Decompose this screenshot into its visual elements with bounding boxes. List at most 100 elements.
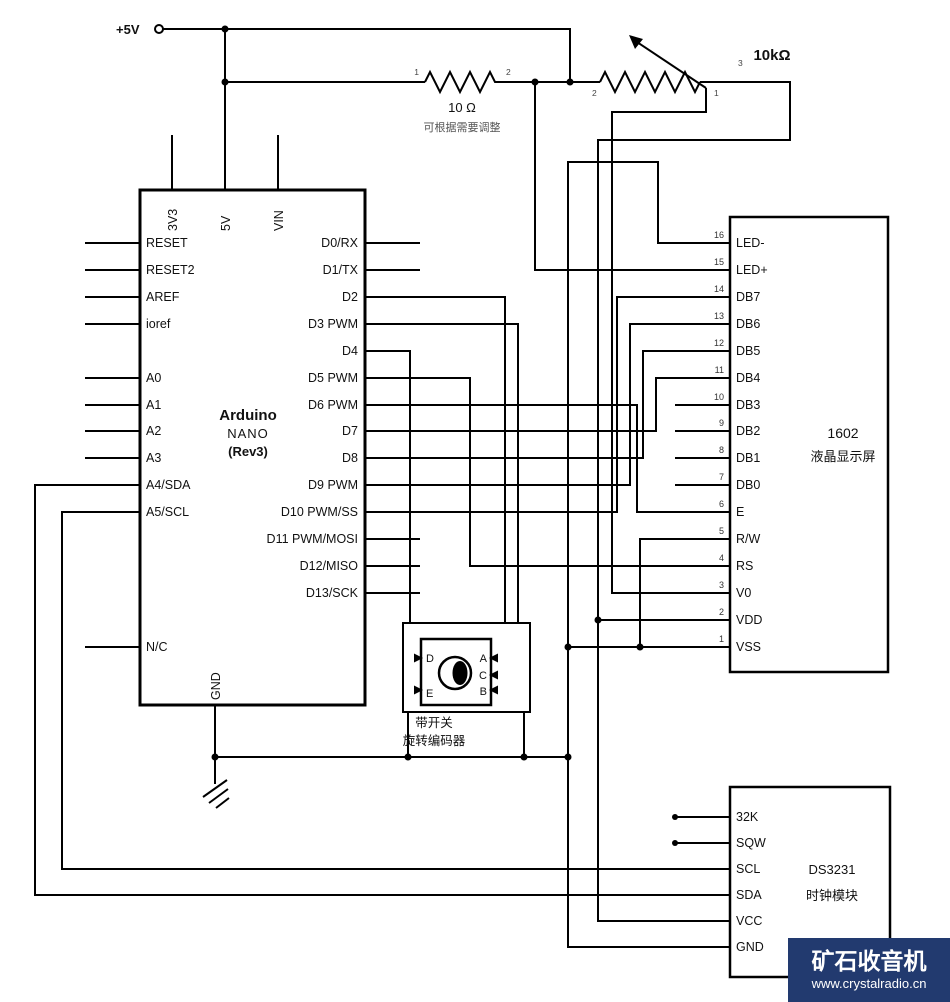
pin-label: DB2 [736,424,760,438]
pin-number: 8 [719,445,724,455]
wire [163,28,571,82]
pin-number: 10 [714,392,724,402]
pin-label: N/C [146,640,168,654]
junction-dot [531,78,539,86]
potentiometer-value: 10kΩ [753,47,790,64]
wire [365,377,675,567]
pin-label: D9 PWM [308,478,358,492]
pin-number: 12 [714,338,724,348]
pin-label: A5/SCL [146,505,189,519]
pin-label: DB1 [736,451,760,465]
pin-number: 16 [714,230,724,240]
rtc-subtitle: 时钟模块 [806,888,858,903]
resistor-10ohm [424,69,500,95]
rtc-pin-stubs [675,816,730,948]
pin-label: D12/MISO [300,559,359,573]
pin-label: B [480,686,487,698]
arrow-icon [489,685,498,695]
pin-label: D3 PWM [308,317,358,331]
junction-dot [520,753,528,761]
wire [567,161,675,948]
pin-label: 32K [736,810,759,824]
lcd-module: 1602 液晶显示屏 16 15 14 13 12 11 10 9 8 7 6 … [714,215,890,674]
watermark-title: 矿石收音机 [811,947,927,974]
pin-label: AREF [146,290,180,304]
junction-dots [211,25,678,846]
pin-label: D6 PWM [308,398,358,412]
watermark-banner: 矿石收音机 www.crystalradio.cn [788,938,950,1002]
pin-end-dot [672,840,678,846]
arduino-title: Arduino [219,407,277,424]
pin-label: E [736,505,744,519]
pin-number: 11 [715,365,724,375]
pin-number: 1 [719,634,724,644]
pin-label: LED+ [736,263,768,277]
arduino-body [138,188,367,707]
resistor-note: 可根据需要调整 [424,120,501,134]
rotary-encoder-module: D E A C B 带开关 旋转编码器 [402,622,531,748]
pin-label: DB3 [736,398,760,412]
arduino-pin-stubs [85,135,420,648]
pin-label: ioref [146,317,171,331]
pin-stub [85,135,420,648]
power-terminal [154,24,164,34]
junction-dot [211,753,219,761]
resistor-pin1-number: 1 [414,67,419,77]
pin-label: C [479,670,487,682]
junction-dot [404,753,412,761]
pin-label: D7 [342,424,358,438]
pin-label: D11 PWM/MOSI [267,532,358,546]
pin-number: 3 [719,580,724,590]
arduino-subtitle: NANO [227,426,269,441]
pin-number: 14 [714,284,724,294]
pin-label: VDD [736,613,762,627]
arrow-icon [489,653,498,663]
pin-label: A2 [146,424,161,438]
lcd-body [728,215,890,674]
pin-label: D4 [342,344,358,358]
pin-number: 4 [719,553,724,563]
wiper-arrowhead [629,35,643,49]
pin-label: DB4 [736,371,760,385]
pin-label: RESET [146,236,188,250]
pin-label: RS [736,559,753,573]
pin-label: D13/SCK [306,586,359,600]
pin-label: D1/TX [323,263,359,277]
lcd-title: 1602 [827,425,858,441]
resistor-value: 10 Ω [448,100,476,115]
wire [611,88,707,594]
arrow-icon [489,670,498,680]
junction-dot [594,616,602,624]
potentiometer-pin1-number: 1 [714,88,719,98]
pin-number: 5 [719,526,724,536]
potentiometer-pin3-number: 3 [738,58,743,68]
pin-label: D2 [342,290,358,304]
pin-stub [675,816,730,948]
lcd-subtitle: 液晶显示屏 [810,449,875,464]
pin-number: 6 [719,499,724,509]
pin-label: GND [736,940,764,954]
ground-symbol [202,779,230,809]
wiper-arrow [633,39,707,89]
pin-label: A [480,653,488,665]
resistor-pin2-number: 2 [506,67,511,77]
pin-label: R/W [736,532,761,546]
pin-number: 7 [719,472,724,482]
pin-number: 15 [714,257,724,267]
junction-dot [564,753,572,761]
wire-group-gnd [202,161,675,948]
pin-label: A1 [146,398,161,412]
encoder-caption-line2: 旋转编码器 [403,733,466,748]
arduino-module: Arduino NANO (Rev3) 3V3 5V VIN GND RESET… [138,188,367,707]
pin-number: 13 [714,311,724,321]
pin-label: D0/RX [321,236,358,250]
arrow-icon [414,685,423,695]
pin-label: LED- [736,236,764,250]
pin-label: A0 [146,371,161,385]
pin-label: D10 PWM/SS [281,505,358,519]
wire [534,82,675,271]
wire [639,538,675,647]
pin-label: D [426,653,434,665]
pin-label: SDA [736,888,762,902]
pin-label: A3 [146,451,161,465]
